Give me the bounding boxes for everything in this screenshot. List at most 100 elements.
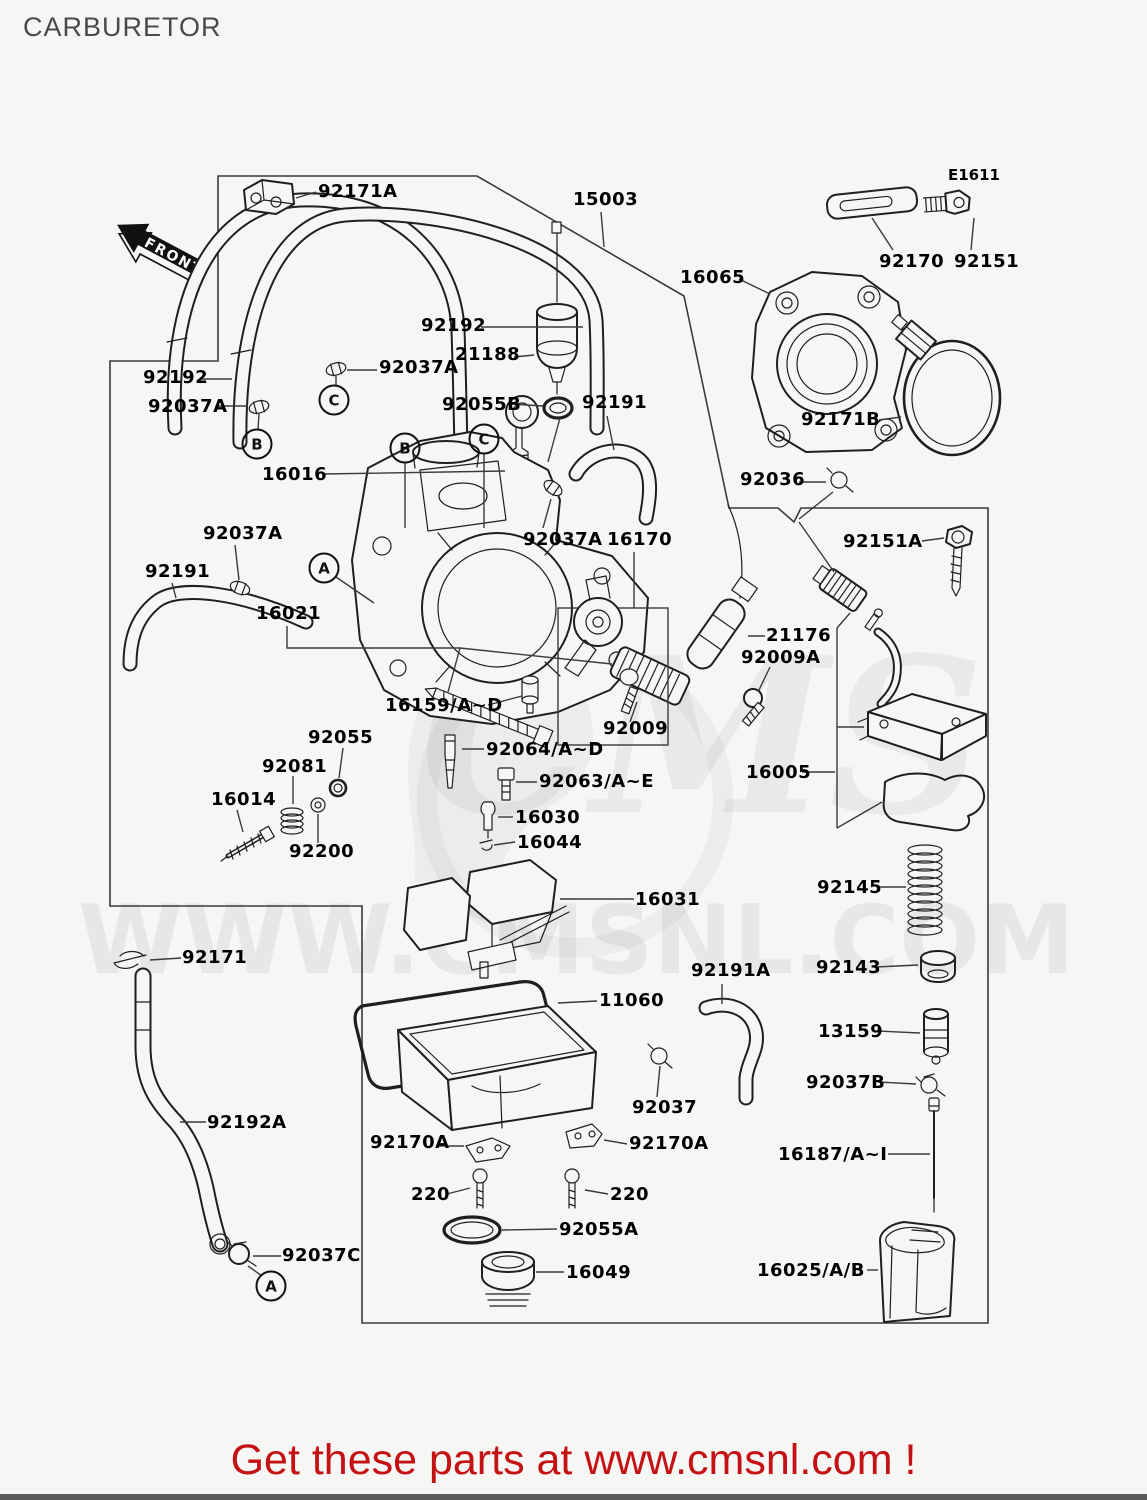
part-label-16044: 16044 [517, 832, 583, 853]
sketch-float-bowl [397, 1005, 597, 1131]
sketch-carburetor-body [351, 431, 649, 725]
part-label-92036: 92036 [740, 469, 806, 490]
sketch-clip-92037a-2 [325, 361, 347, 377]
part-label-92009a: 92009A [741, 647, 821, 668]
part-label-92009: 92009 [603, 718, 669, 739]
sketch-jet-92063 [497, 767, 515, 801]
part-label-92170a: 92170A [370, 1132, 450, 1153]
part-label-16049: 16049 [566, 1262, 632, 1283]
callout-a-circle: A [308, 552, 340, 584]
callout-c-circle: C [468, 423, 500, 455]
sketch-screw-220-right [564, 1168, 580, 1209]
part-label-92143: 92143 [816, 957, 882, 978]
part-label-92037a: 92037A [523, 529, 603, 550]
part-label-92037c: 92037C [282, 1245, 361, 1266]
part-label-92055a: 92055A [559, 1219, 639, 1240]
sketch-screw-92009a [741, 688, 765, 727]
sketch-pilot-jet-92064 [444, 734, 456, 789]
sketch-oring-92055b [542, 396, 574, 420]
sketch-hose-92192a [134, 967, 231, 1255]
part-label-92192a: 92192A [207, 1112, 287, 1133]
part-label-92055b: 92055B [442, 394, 522, 415]
sketch-throttle-slide-16025 [879, 1221, 956, 1323]
sketch-connector-92171a [243, 179, 295, 215]
part-label-92064-a-d: 92064/A~D [486, 739, 604, 760]
part-label-92200: 92200 [289, 841, 355, 862]
callout-c-circle: C [318, 384, 350, 416]
part-label-16014: 16014 [211, 789, 277, 810]
sketch-clip-92037a-3 [229, 580, 251, 596]
sketch-hose-92191-right [568, 443, 658, 526]
part-label-16065: 16065 [680, 267, 746, 288]
sketch-fuel-hose-arch [166, 192, 605, 510]
sketch-nut-92143 [920, 950, 956, 983]
part-label-16005: 16005 [746, 762, 812, 783]
part-label-92151: 92151 [954, 251, 1020, 272]
sketch-hose-92191-left [122, 585, 314, 672]
sketch-bracket-92170a-left [465, 1137, 511, 1163]
callout-b-circle: B [389, 432, 421, 464]
sketch-flange-16065 [751, 271, 907, 453]
sketch-clamp-92037b [915, 1073, 946, 1097]
part-label-16021: 16021 [256, 603, 322, 624]
part-label-92171: 92171 [182, 947, 248, 968]
sketch-valve-21188 [536, 221, 578, 395]
diagram-code: E1611 [948, 166, 1000, 184]
diagram-border [109, 175, 989, 1324]
part-label-92037a: 92037A [379, 357, 459, 378]
part-label-92192: 92192 [143, 367, 209, 388]
sketch-oring-92055a [442, 1215, 502, 1245]
sketch-clamp-92037 [647, 1043, 673, 1069]
sketch-drain-plug-16049 [481, 1251, 535, 1307]
sketch-clip-92036 [826, 467, 854, 493]
sketch-throttle-sensor-16170 [557, 575, 669, 746]
part-label-16016: 16016 [262, 464, 328, 485]
part-label-92170: 92170 [879, 251, 945, 272]
part-label-16159-a-d: 16159/A~D [385, 695, 503, 716]
sketch-sleeve-92170 [825, 186, 919, 220]
sketch-spring-92145 [907, 844, 943, 936]
part-label-92037b: 92037B [806, 1072, 886, 1093]
sketch-clip-16044 [479, 839, 493, 851]
part-label-92037a: 92037A [203, 523, 283, 544]
part-label-21176: 21176 [766, 625, 832, 646]
part-label-15003: 15003 [573, 189, 639, 210]
part-label-92145: 92145 [817, 877, 883, 898]
sketch-jet-holder-13159 [923, 1008, 949, 1065]
callout-b-circle: B [241, 428, 273, 460]
sketch-bolt-92151 [922, 189, 971, 215]
sketch-screw-220-left [472, 1168, 488, 1209]
sketch-floats-16031 [403, 859, 570, 979]
bottom-bar [0, 1494, 1147, 1500]
part-label-13159: 13159 [818, 1021, 884, 1042]
part-label-11060: 11060 [599, 990, 665, 1011]
part-label-92037: 92037 [632, 1097, 698, 1118]
sketch-idle-adjuster [812, 565, 883, 631]
sketch-oring-92055 [328, 778, 348, 798]
part-label-220: 220 [610, 1184, 650, 1205]
part-label-21188: 21188 [455, 344, 521, 365]
part-label-92191: 92191 [582, 392, 648, 413]
part-label-92191a: 92191A [691, 960, 771, 981]
part-label-220: 220 [411, 1184, 451, 1205]
part-label-92063-a-e: 92063/A~E [539, 771, 655, 792]
sketch-clip-92037a-1 [248, 399, 270, 415]
part-label-92171b: 92171B [801, 409, 881, 430]
sketch-clamp-92171b [891, 313, 1002, 457]
page-title: CARBURETOR [23, 12, 222, 42]
part-label-16031: 16031 [635, 889, 701, 910]
part-label-16030: 16030 [515, 807, 581, 828]
part-label-92081: 92081 [262, 756, 328, 777]
sketch-washer-92200 [310, 797, 326, 813]
leader-lines [149, 191, 975, 1277]
part-label-16187-a-i: 16187/A~I [778, 1144, 888, 1165]
part-label-92171a: 92171A [318, 181, 398, 202]
part-label-92192: 92192 [421, 315, 487, 336]
sketch-jet-needle-16187 [928, 1097, 940, 1213]
sketch-needle-valve-16030 [480, 801, 496, 839]
cmsnl-banner-link[interactable]: Get these parts at www.cmsnl.com ! [230, 1436, 917, 1484]
sketch-spring-92081 [280, 807, 304, 835]
sketch-screw-16014 [220, 825, 275, 862]
